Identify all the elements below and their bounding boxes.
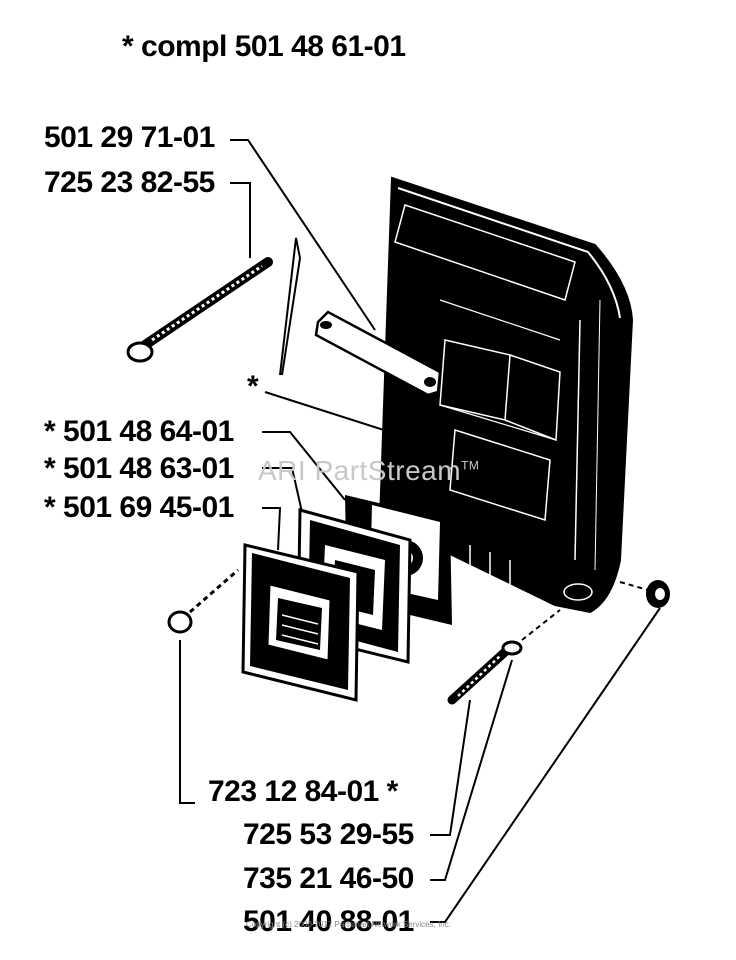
part-label-723-12-84-01: 723 12 84-01 *	[208, 775, 398, 808]
part-label-735-21-46-50: 735 21 46-50	[243, 862, 414, 895]
leader-lines	[179, 139, 661, 923]
part-label-501-29-71-01: 501 29 71-01	[44, 121, 215, 154]
copyright-notice: Copyright (c) 2000-2017 Partsmart Networ…	[246, 920, 451, 929]
small-screw-left	[167, 568, 239, 634]
assembly-title: * compl 501 48 61-01	[122, 30, 406, 63]
part-label-725-53-29-55: 725 53 29-55	[243, 818, 414, 851]
part-label-725-23-82-55: 725 23 82-55	[44, 166, 215, 199]
part-label-501-40-88-01: 501 40 88-01	[243, 905, 414, 938]
bracket-bar	[314, 310, 442, 397]
watermark-text: ARI PartStream	[258, 455, 462, 486]
watermark-tm: TM	[461, 458, 480, 473]
bottom-hardware	[447, 580, 670, 705]
part-label-501-48-64-01: * 501 48 64-01	[44, 415, 234, 448]
long-bolt	[126, 257, 273, 363]
watermark: ARI PartStreamTM	[258, 455, 479, 487]
filter-cover	[378, 176, 634, 614]
part-label-star: *	[247, 370, 259, 403]
part-label-501-69-45-01: * 501 69 45-01	[44, 491, 234, 524]
filter-stack	[241, 495, 452, 702]
part-label-501-48-63-01: * 501 48 63-01	[44, 452, 234, 485]
